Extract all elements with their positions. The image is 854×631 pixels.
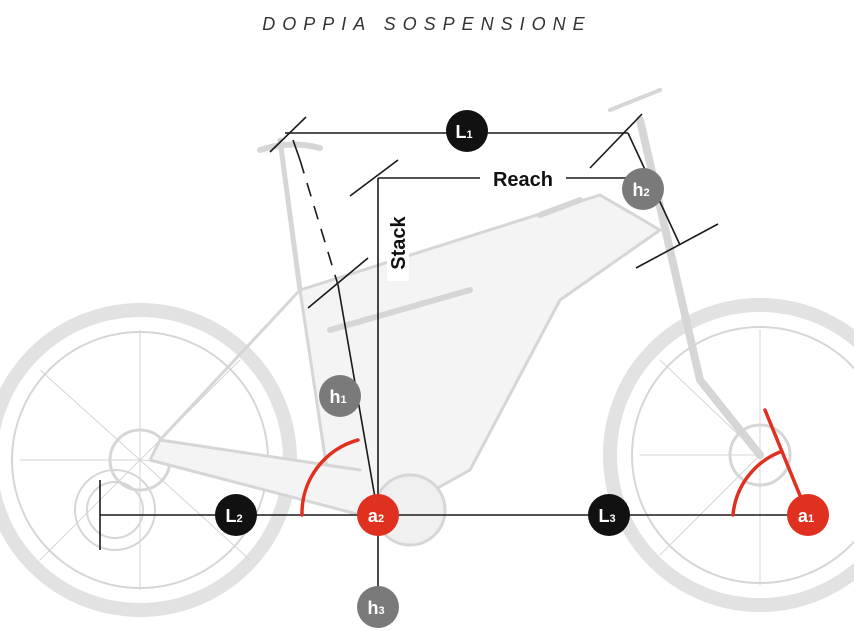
- h2-tick-bottom: [635, 223, 719, 269]
- badge-h3-letter: h: [367, 598, 378, 618]
- l1-tick-right: [589, 113, 643, 169]
- seat-tube-solid-top: [292, 139, 301, 161]
- badge-h2: h2: [622, 168, 664, 210]
- badge-h1: h1: [319, 375, 361, 417]
- l1-tick-left: [269, 116, 307, 153]
- rear-cassette: [74, 469, 156, 551]
- svg-text:h3: h3: [367, 598, 384, 618]
- badge-l2-sub: 2: [236, 513, 242, 525]
- badge-a2-sub: 2: [378, 513, 384, 525]
- badge-h1-letter: h: [329, 387, 340, 407]
- badge-h3: h3: [357, 586, 399, 628]
- badge-l1-sub: 1: [466, 129, 472, 141]
- badge-h2-letter: h: [632, 180, 643, 200]
- badge-a2: a2: [357, 494, 399, 536]
- bike-illustration: [0, 88, 854, 617]
- seat-tube-dashed: [299, 159, 339, 286]
- badge-h3-sub: 3: [378, 605, 384, 617]
- badge-l3-sub: 3: [609, 513, 615, 525]
- svg-text:h1: h1: [329, 387, 346, 407]
- badge-h2-sub: 2: [643, 187, 649, 199]
- svg-text:h2: h2: [632, 180, 649, 200]
- frame: [148, 88, 764, 547]
- svg-text:L1: L1: [455, 122, 472, 142]
- badge-a1-letter: a: [798, 506, 809, 526]
- front-wheel: [603, 298, 854, 612]
- svg-text:a2: a2: [368, 506, 384, 526]
- badge-l2-letter: L: [225, 506, 236, 526]
- seat-angle-arc: [300, 438, 360, 517]
- badge-h1-sub: 1: [340, 394, 346, 406]
- h1-tick: [307, 257, 369, 309]
- badge-l1: L1: [446, 110, 488, 152]
- reach-tick-left: [349, 159, 399, 197]
- reach-label: Reach: [493, 169, 553, 191]
- badge-l3-letter: L: [598, 506, 609, 526]
- head-angle-arc: [731, 450, 782, 517]
- badge-a2-letter: a: [368, 506, 379, 526]
- stack-label: Stack: [388, 215, 410, 269]
- svg-text:L2: L2: [225, 506, 242, 526]
- badge-a1-sub: 1: [808, 513, 814, 525]
- badge-l2: L2: [215, 494, 257, 536]
- badge-a1: a1: [787, 494, 829, 536]
- svg-text:L3: L3: [598, 506, 615, 526]
- diagram-title: DOPPIA SOSPENSIONE: [262, 14, 592, 34]
- svg-text:a1: a1: [798, 506, 814, 526]
- badge-l1-letter: L: [455, 122, 466, 142]
- badge-l3: L3: [588, 494, 630, 536]
